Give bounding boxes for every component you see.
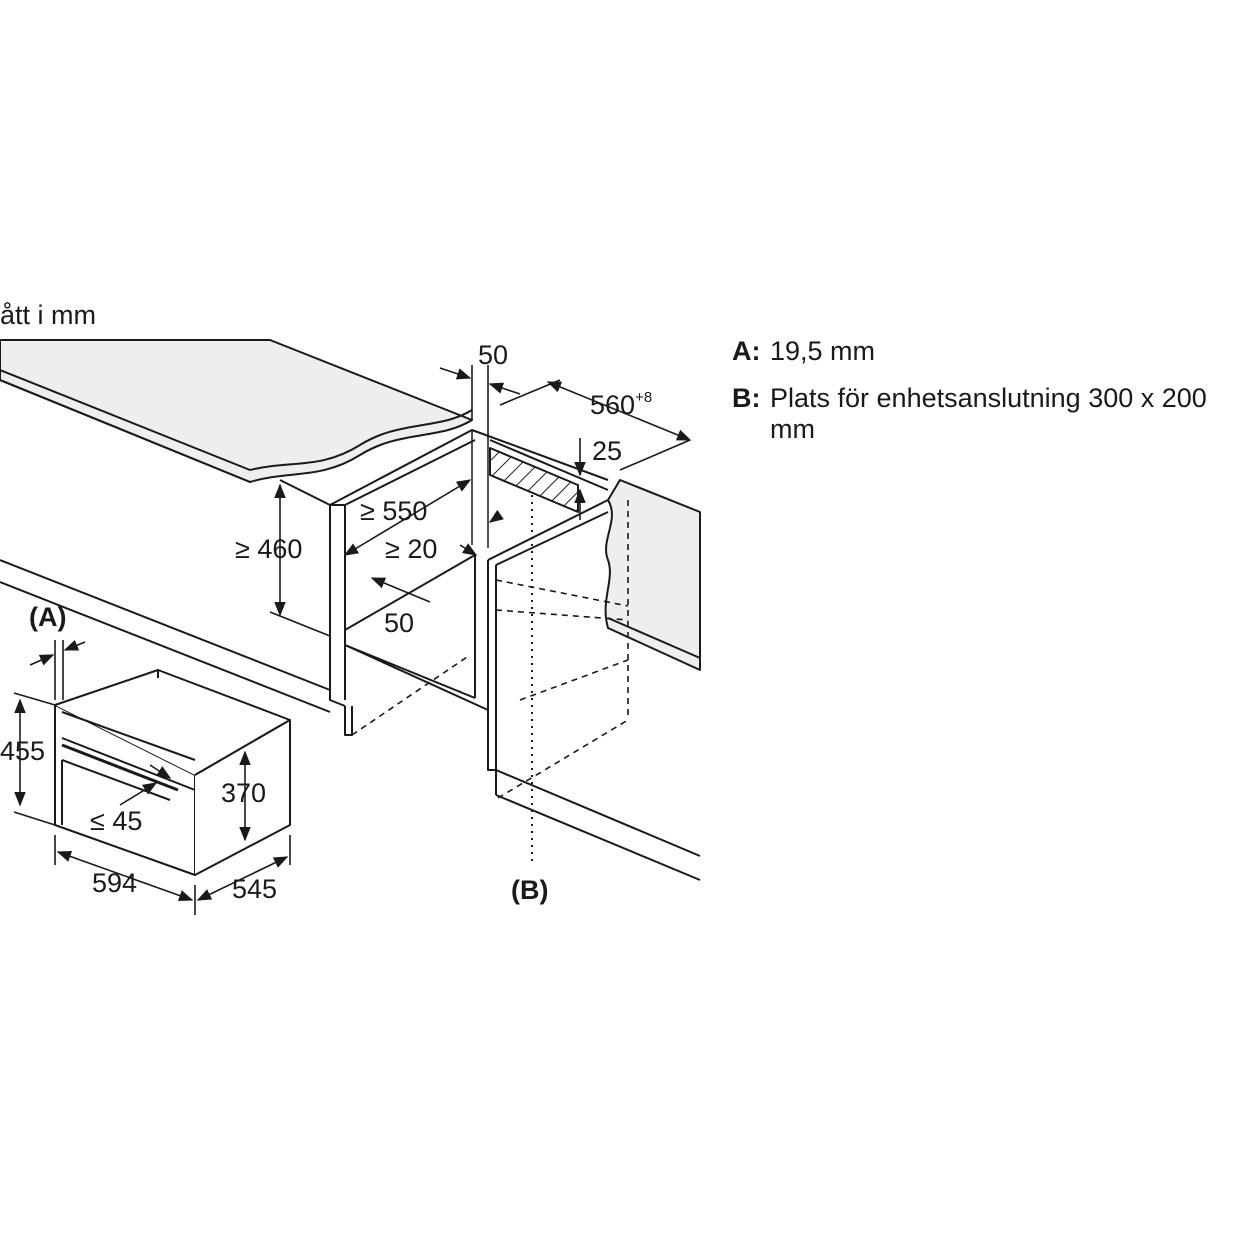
dim-depth-min: ≥ 550 [360, 496, 427, 526]
legend-key: B: [732, 383, 761, 413]
dim-gap-min: ≥ 20 [385, 534, 437, 564]
dim-vent-height: 25 [592, 436, 622, 466]
dim-oven-depth: 545 [232, 874, 277, 904]
dim-niche-width: 560+8 [590, 389, 652, 420]
vent-opening [489, 447, 579, 513]
callout-b: (B) [511, 875, 548, 905]
dim-oven-width: 594 [92, 868, 137, 898]
dim-gap-top: 50 [478, 340, 508, 370]
legend-item-a: A: 19,5 mm [732, 336, 1232, 367]
unit-note: ått i mm [0, 300, 97, 330]
dim-floor-gap: 50 [384, 608, 414, 638]
callout-a: (A) [29, 602, 66, 632]
dimension-labels: 50 560+8 25 ≥ 550 ≥ 20 ≥ 460 50 (A) (B) … [0, 340, 652, 905]
countertop-left [0, 339, 473, 483]
dim-oven-inner-height: 370 [221, 778, 266, 808]
legend-item-b: B: Plats för enhetsanslutning 300 x 200 … [732, 383, 1232, 445]
cabinet-niche [279, 429, 609, 795]
dim-handle-depth: ≤ 45 [90, 806, 142, 836]
dimension-lines [13, 365, 692, 915]
legend-text: Plats för enhetsanslutning 300 x 200 mm [770, 383, 1207, 444]
legend-key: A: [732, 336, 761, 366]
oven-appliance [54, 669, 291, 876]
legend: A: 19,5 mm B: Plats för enhetsanslutning… [732, 336, 1232, 461]
countertop-right [604, 479, 701, 671]
floor-lines [0, 559, 701, 881]
dim-oven-height: 455 [0, 736, 45, 766]
hidden-edges [351, 500, 629, 799]
legend-text: 19,5 mm [770, 336, 876, 366]
dim-niche-height-min: ≥ 460 [235, 534, 302, 564]
